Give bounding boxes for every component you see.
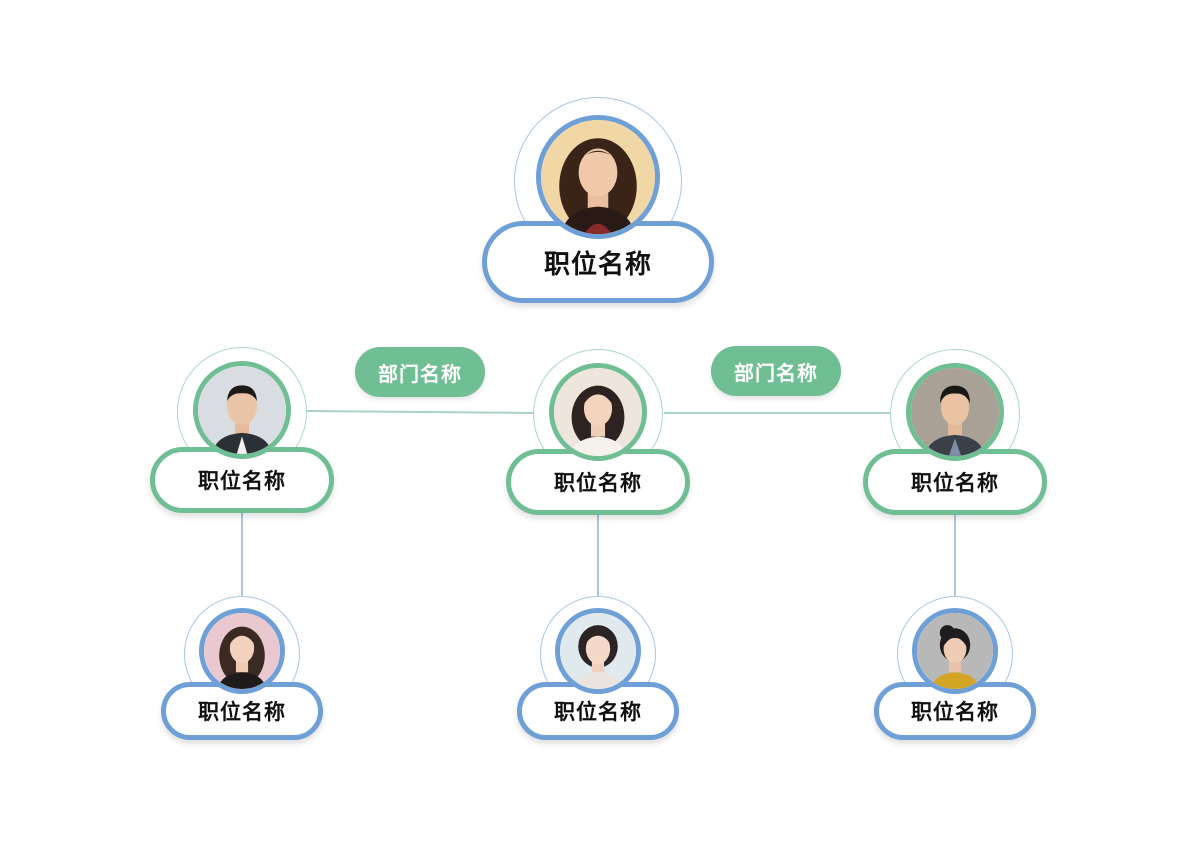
woman-avatar-icon (549, 363, 647, 461)
node-mid-left: 职位名称 (150, 347, 334, 513)
position-title: 职位名称 (554, 700, 642, 724)
node-bottom-right: 职位名称 (874, 596, 1036, 740)
man-avatar-icon (193, 361, 291, 459)
position-title: 职位名称 (543, 249, 652, 280)
position-title: 职位名称 (911, 471, 999, 495)
position-title: 职位名称 (198, 700, 286, 724)
node-mid-right: 职位名称 (863, 349, 1047, 515)
man-avatar-icon (906, 363, 1004, 461)
department-label-text: 部门名称 (734, 360, 818, 385)
department-label-right: 部门名称 (711, 346, 841, 396)
position-title: 职位名称 (911, 700, 999, 724)
woman-avatar-icon (555, 608, 641, 694)
node-top: 职位名称 (482, 97, 714, 303)
position-title: 职位名称 (554, 471, 642, 495)
department-label-text: 部门名称 (378, 361, 462, 386)
woman-avatar-icon (912, 608, 998, 694)
position-pill: 职位名称 (517, 682, 679, 740)
woman-avatar-icon (199, 608, 285, 694)
node-bottom-center: 职位名称 (517, 596, 679, 740)
node-mid-center: 职位名称 (506, 349, 690, 515)
department-label-left: 部门名称 (355, 347, 485, 397)
woman-avatar-icon (536, 115, 660, 239)
position-title: 职位名称 (198, 469, 286, 493)
connector-left-center (305, 410, 537, 414)
node-bottom-left: 职位名称 (161, 596, 323, 740)
